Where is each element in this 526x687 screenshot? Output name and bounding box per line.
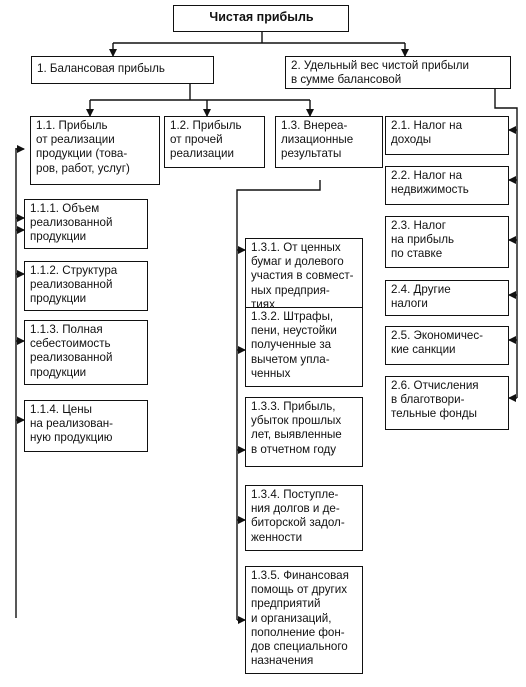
node-2-5: 2.5. Экономичес- кие санкции [385,326,509,365]
node-1-1-4: 1.1.4. Цены на реализован- ную продукцию [24,400,148,452]
node-1-1-1: 1.1.1. Объем реализованной продукции [24,199,148,249]
node-2-6: 2.6. Отчисления в благотвори- тельные фо… [385,376,509,430]
node-1-3-2: 1.3.2. Штрафы, пени, неустойки полученны… [245,307,363,387]
node-1-1: 1.1. Прибыль от реализации продукции (то… [30,116,160,185]
node-1-3: 1.3. Внереа- лизационные результаты [275,116,383,168]
node-1-2: 1.2. Прибыль от прочей реализации [164,116,265,168]
node-1-3-3: 1.3.3. Прибыль, убыток прошлых лет, выяв… [245,397,363,467]
branch-balance-profit: 1. Балансовая прибыль [31,56,214,84]
node-1-3-5: 1.3.5. Финансовая помощь от других предп… [245,566,363,674]
node-1-3-1: 1.3.1. От ценных бумаг и долевого участи… [245,238,363,318]
node-1-3-4: 1.3.4. Поступле- ния долгов и де- биторс… [245,485,363,551]
node-2-2: 2.2. Налог на недвижимость [385,166,509,205]
node-2-3: 2.3. Налог на прибыль по ставке [385,216,509,268]
net-profit-title: Чистая прибыль [173,5,349,32]
node-1-1-3: 1.1.3. Полная себестоимость реализованно… [24,320,148,385]
node-1-1-2: 1.1.2. Структура реализованной продукции [24,261,148,311]
node-2-1: 2.1. Налог на доходы [385,116,509,155]
branch-net-profit-share: 2. Удельный вес чистой прибыли в сумме б… [285,56,511,89]
node-2-4: 2.4. Другие налоги [385,280,509,316]
